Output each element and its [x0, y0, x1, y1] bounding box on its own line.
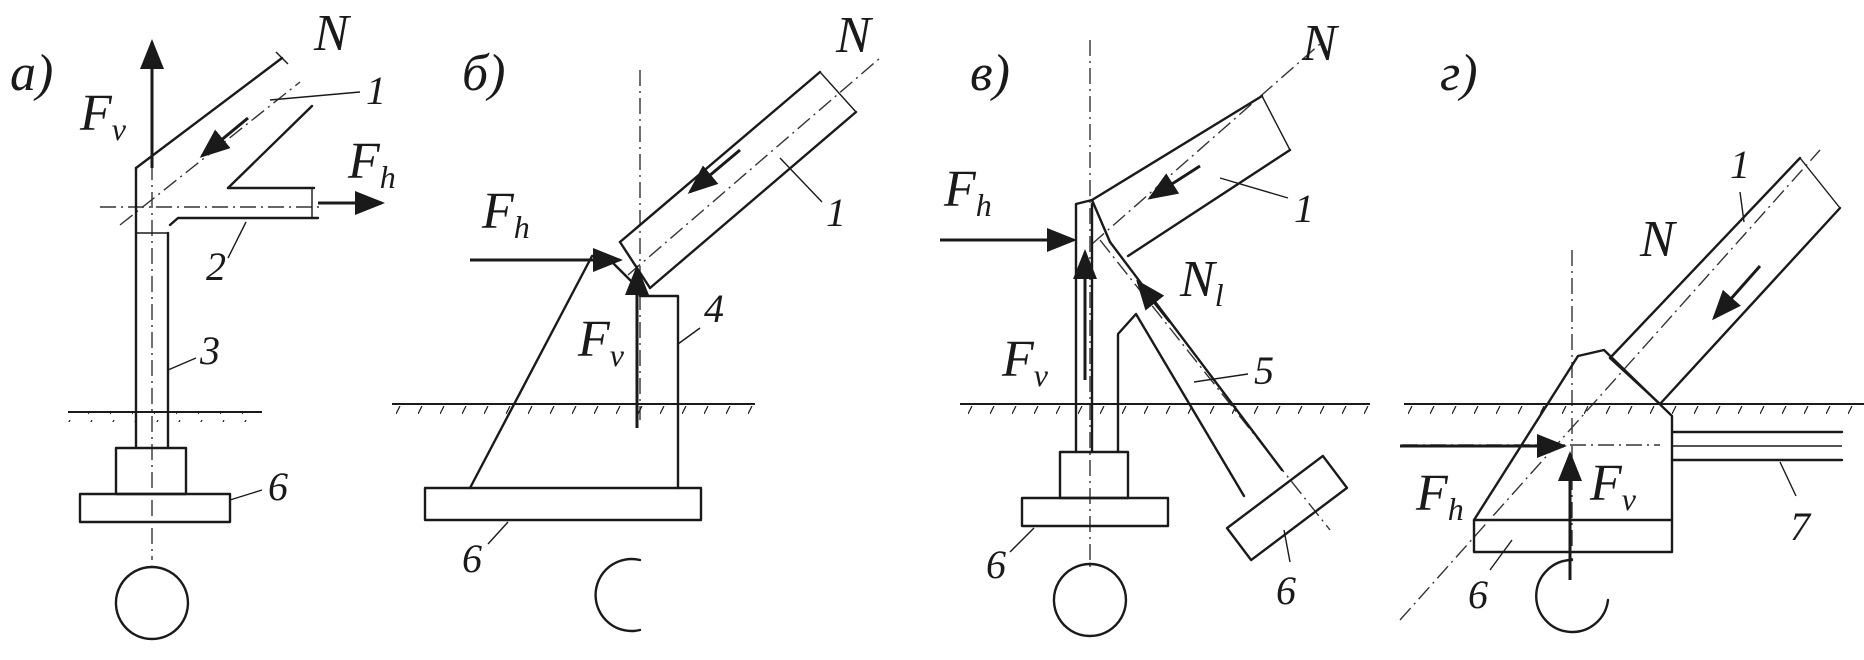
pipe-1-bottom-edge-b	[648, 110, 858, 290]
label-fv-a: Fv	[79, 85, 127, 147]
label-n-v: N	[1301, 15, 1340, 72]
ground-hatch-b	[392, 404, 755, 414]
ground-hatch-g	[1404, 404, 1864, 414]
axis-diagonal-v	[1091, 43, 1321, 245]
leader-6-b	[487, 521, 509, 545]
pipe-1-cut-g	[1799, 157, 1841, 209]
pipe-1-end-a	[275, 51, 289, 65]
pipe-1-end-b	[618, 240, 652, 290]
pipe-2-bottom-edge-a	[168, 216, 320, 227]
label-6-a: 6	[268, 464, 288, 509]
panel-a: а) N Fv Fh 1 2	[10, 5, 396, 641]
pipe-1-cut-b	[819, 71, 857, 113]
flow-arrow-g	[1712, 265, 1762, 321]
label-3-a: 3	[199, 328, 220, 373]
pile-circle-b	[594, 557, 642, 633]
leader-5-v	[1193, 373, 1249, 383]
label-fv-g: Fv	[1589, 455, 1637, 517]
panel-v: в) N Fh Fv Nl	[940, 15, 1370, 638]
leader-7-g	[1779, 461, 1797, 497]
label-fh-b: Fh	[481, 183, 530, 245]
panel-g: г) N Fh Fv 1 6 7	[1399, 45, 1864, 634]
label-1-a: 1	[366, 68, 386, 113]
leader-3-a	[167, 357, 197, 371]
panel-b: б) N Fh Fv 1 4 6	[392, 7, 881, 633]
foundation-base-a	[78, 492, 232, 524]
strut-foundation-v	[1225, 454, 1349, 562]
ground-hatch-v	[960, 404, 1370, 414]
leader-6-a	[229, 489, 263, 501]
flow-arrow-v	[1147, 164, 1201, 200]
panel-b-label: б)	[462, 45, 505, 102]
label-n-b: N	[835, 7, 874, 64]
axis-diagonal-b	[627, 57, 881, 276]
leader-4-b	[677, 327, 701, 345]
leader-6b-v	[1283, 529, 1291, 563]
axis-diagonal-a	[119, 81, 301, 226]
label-5-v: 5	[1254, 348, 1274, 393]
panel-a-label: а)	[10, 45, 53, 102]
label-6-b: 6	[462, 536, 482, 581]
pipe-1-top-edge-b	[618, 70, 822, 244]
pipe-1-bottom-edge-g	[1658, 206, 1842, 406]
axis-diagonal-g	[1399, 149, 1821, 621]
foundation-base-v	[1020, 496, 1170, 528]
leader-1-a	[269, 91, 361, 101]
leader-6-g	[1489, 539, 1513, 571]
label-1-g: 1	[1730, 142, 1750, 187]
label-6b-v: 6	[1276, 568, 1296, 613]
label-1-v: 1	[1294, 186, 1314, 231]
foundation-pedestal-v	[1058, 450, 1130, 500]
label-fh-v: Fh	[943, 161, 992, 223]
label-fv-b: Fv	[577, 311, 625, 373]
ground-hatch-a	[68, 412, 262, 422]
leader-1-v	[1219, 177, 1289, 199]
label-fh-g: Fh	[1415, 465, 1464, 527]
foundation-base-b	[423, 486, 703, 522]
flow-arrow-a	[199, 116, 249, 158]
pipe-1-bottom-edge-v	[1126, 148, 1292, 258]
panel-v-label: в)	[970, 45, 1010, 102]
pipe-1-top-edge-g	[1608, 156, 1802, 360]
label-4-b: 4	[704, 286, 724, 331]
pipe-1-cut-v	[1261, 95, 1291, 151]
force-n1-arrow-v	[1136, 279, 1172, 323]
label-1-b: 1	[826, 190, 846, 235]
label-n-a: N	[313, 5, 352, 62]
panel-g-label: г)	[1440, 45, 1478, 102]
label-6-g: 6	[1468, 572, 1488, 617]
thrust-block-g	[1472, 348, 1674, 554]
pile-circle-g	[1535, 558, 1610, 634]
label-fh-a: Fh	[347, 133, 396, 195]
pipe-1-top-edge-v	[1090, 94, 1264, 202]
leader-1-g	[1739, 191, 1745, 223]
label-fv-v: Fv	[1001, 331, 1049, 393]
leader-2-a	[227, 221, 247, 259]
thrust-block-b	[468, 254, 680, 490]
leader-1-b	[779, 157, 823, 203]
flow-arrow-b	[687, 148, 741, 194]
pile-circle-a	[114, 565, 190, 641]
column-left-edge-v	[1074, 198, 1112, 454]
pipe-1-bottom-edge-a	[226, 104, 314, 190]
pipe-1-top-edge-a	[134, 56, 284, 170]
pile-circle-v	[1052, 562, 1128, 638]
label-2-a: 2	[206, 244, 226, 289]
label-n1-v: Nl	[1179, 251, 1224, 313]
leader-6-v	[1009, 527, 1035, 553]
foundation-pedestal-a	[114, 446, 188, 496]
label-6-v: 6	[986, 542, 1006, 587]
label-n-g: N	[1639, 211, 1678, 268]
label-7-g: 7	[1790, 504, 1812, 549]
